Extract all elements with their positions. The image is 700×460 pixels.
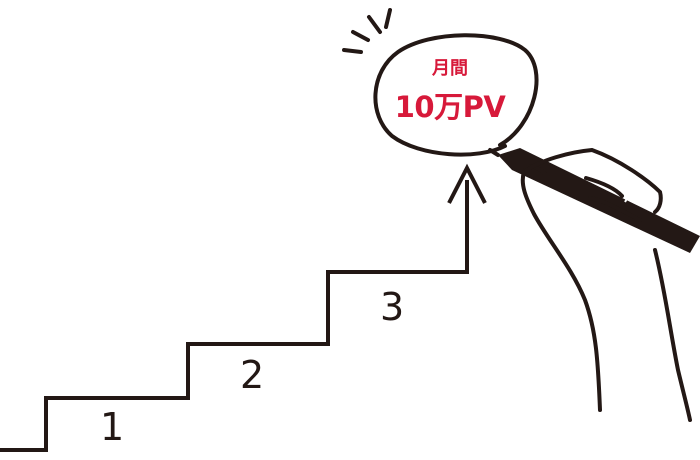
goal-circle	[373, 33, 539, 157]
emphasis-marks-icon	[342, 8, 392, 54]
step-2-label: 2	[240, 353, 265, 397]
hand-with-marker-icon	[488, 147, 700, 422]
step-3-label: 3	[380, 285, 405, 329]
up-arrow-icon	[447, 163, 487, 204]
goal-label-monthly: 月間	[432, 58, 468, 79]
step-1-label: 1	[100, 405, 125, 449]
goal-label-pv: 10万PV	[394, 90, 506, 124]
staircase-line	[0, 180, 469, 452]
